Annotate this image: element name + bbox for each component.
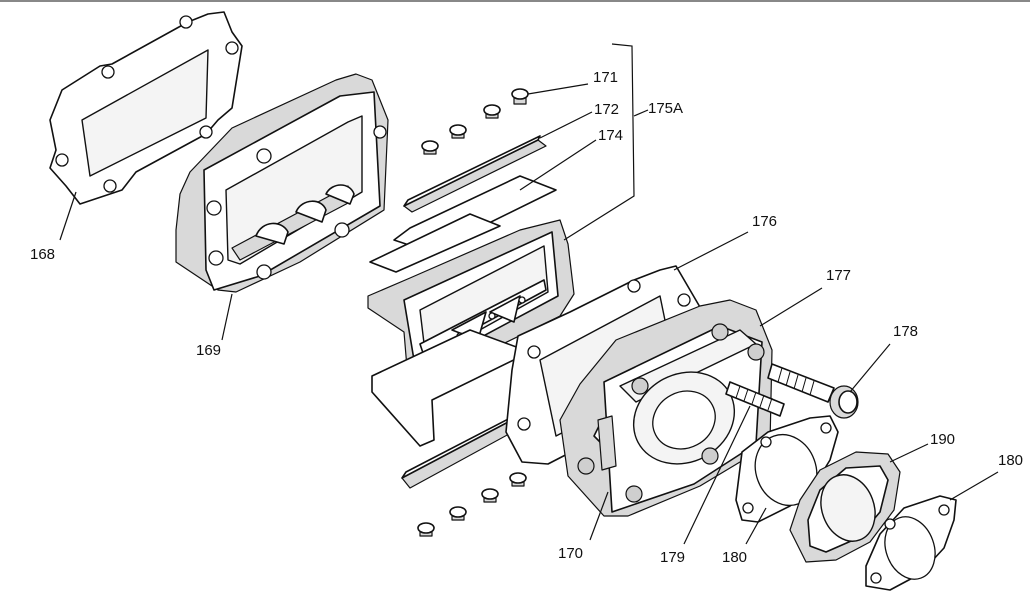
callout-169: 169	[196, 342, 221, 359]
leader-169	[221, 293, 233, 341]
leader-170	[589, 491, 609, 541]
leader-176	[673, 231, 749, 271]
leader-172	[539, 111, 593, 139]
screw	[483, 104, 501, 119]
part-174-reed-upper	[369, 175, 557, 273]
callout-172: 172	[594, 101, 619, 118]
screw	[421, 140, 439, 155]
screw	[509, 472, 527, 487]
callout-175A: 175A	[648, 100, 683, 117]
callout-171: 171	[593, 69, 618, 86]
callout-180-middle: 180	[722, 549, 747, 566]
part-171-screws-lower	[417, 472, 527, 537]
screw	[511, 88, 529, 105]
leader-190	[889, 443, 929, 463]
part-180-gasket-right	[865, 495, 957, 591]
leader-177	[759, 287, 823, 327]
callout-labels: 168 169 170 171 172 174 175A 176 177 178…	[30, 69, 1023, 566]
screw	[449, 124, 467, 139]
callout-177: 177	[826, 267, 851, 284]
callout-178: 178	[893, 323, 918, 340]
callout-179: 179	[660, 549, 685, 566]
part-179-stud	[725, 381, 785, 417]
callout-176: 176	[752, 213, 777, 230]
screw	[449, 506, 467, 521]
callout-180-right: 180	[998, 452, 1023, 469]
part-169-housing	[175, 73, 389, 293]
part-190-spacer	[789, 451, 901, 563]
leader-168	[59, 191, 77, 241]
leader-179	[683, 405, 751, 545]
leader-lines	[59, 43, 999, 545]
part-175A-reed-cage	[367, 219, 575, 385]
part-168-gasket	[49, 11, 243, 205]
bracket-175A	[563, 43, 635, 241]
leader-180-right	[949, 471, 999, 501]
part-178-bolt	[767, 363, 859, 419]
part-170-177-manifold	[559, 299, 773, 517]
leader-174	[519, 139, 597, 191]
leader-171	[527, 83, 589, 95]
part-174-reed-lower	[371, 329, 531, 447]
screw	[417, 522, 435, 537]
callout-170: 170	[558, 545, 583, 562]
leader-178	[849, 343, 891, 393]
callout-190: 190	[930, 431, 955, 448]
callout-168: 168	[30, 246, 55, 263]
callout-174: 174	[598, 127, 623, 144]
screw	[481, 488, 499, 503]
bracket-175A-tip	[633, 109, 649, 117]
part-180-gasket-middle	[735, 415, 839, 523]
leader-180-middle	[745, 507, 767, 545]
part-171-screws-upper	[421, 88, 529, 155]
part-172-retainer-upper	[403, 135, 547, 213]
